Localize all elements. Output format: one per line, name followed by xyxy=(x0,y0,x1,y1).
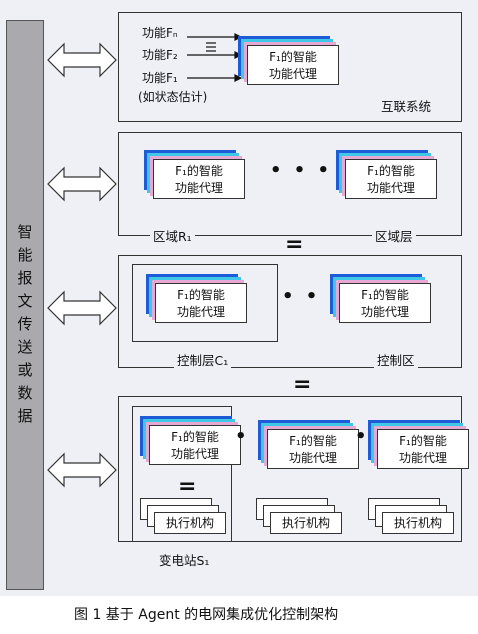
actuator-3: 执行机构 xyxy=(368,498,454,534)
bus-arrows xyxy=(47,42,117,488)
agent-substation-3: F₁的智能功能代理 xyxy=(368,420,469,469)
label-control-area: 控制区 xyxy=(374,350,418,369)
double-arrow-3 xyxy=(47,290,117,326)
label-control-c1: 控制层C₁ xyxy=(174,350,232,369)
layer-control xyxy=(118,255,462,368)
actuator-2: 执行机构 xyxy=(256,498,342,534)
layer-interconnected-system xyxy=(118,12,462,122)
label-interconnected-system: 互联系统 xyxy=(378,96,435,115)
control-c1-box xyxy=(132,264,278,342)
substation-s1-box xyxy=(132,406,232,542)
function-f1: 功能F₁ xyxy=(142,71,178,85)
function-note: (如状态估计) xyxy=(138,90,208,104)
agent-control-1: F₁的智能功能代理 xyxy=(146,274,247,323)
double-arrow-4 xyxy=(47,452,117,488)
label-substation-s1: 变电站S₁ xyxy=(156,550,213,569)
label-region-layer: 区域层 xyxy=(372,226,416,245)
label-region-r1: 区域R₁ xyxy=(150,226,195,245)
double-arrow-2 xyxy=(47,166,117,202)
function-fn: 功能Fₙ xyxy=(142,26,178,40)
agent-region-n: F₁的智能功能代理 xyxy=(336,150,437,199)
actuator-1: 执行机构 xyxy=(140,498,226,534)
layer-region xyxy=(118,132,462,236)
equivalence-marker: = xyxy=(293,372,312,397)
layer-substation xyxy=(118,396,462,542)
agent-region-1: F₁的智能功能代理 xyxy=(144,150,245,199)
figure-caption: 图 1 基于 Agent 的电网集成优化控制架构 xyxy=(0,596,478,634)
agent-substation-1: F₁的智能功能代理 xyxy=(140,416,241,465)
message-bus: 智能报文传送或数据 xyxy=(6,20,44,590)
control-ellipsis: • • • xyxy=(282,286,345,307)
region-ellipsis: • • • xyxy=(270,160,333,181)
bus-label: 智能报文传送或数据 xyxy=(17,223,33,425)
function-f2: 功能F₂ xyxy=(142,48,178,62)
equivalence-marker: = xyxy=(285,232,304,257)
double-arrow-1 xyxy=(47,42,117,78)
agent-top: F₁的智能功能代理 xyxy=(238,36,339,85)
equivalence-marker: = xyxy=(178,474,197,499)
agent-substation-2: F₁的智能功能代理 xyxy=(258,420,359,469)
agent-control-n: F₁的智能功能代理 xyxy=(330,274,431,323)
